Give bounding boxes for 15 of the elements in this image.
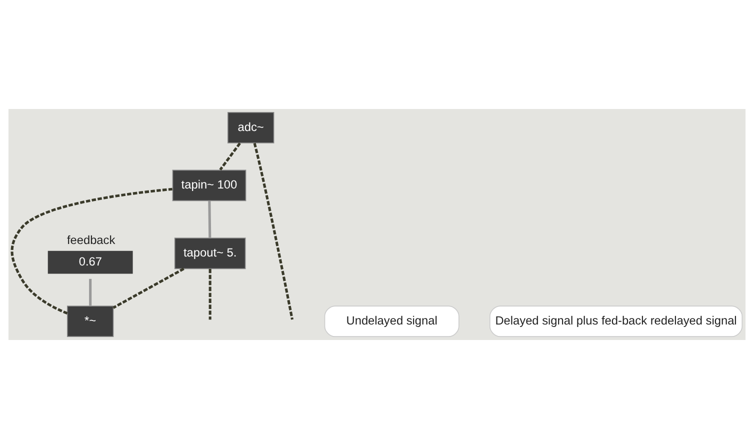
connector bbox=[10, 187, 172, 314]
connector bbox=[89, 278, 92, 306]
node-box: 0.67 bbox=[48, 250, 133, 274]
connector bbox=[208, 200, 212, 238]
connector bbox=[253, 142, 294, 320]
node-box: *~ bbox=[66, 305, 114, 337]
connector bbox=[208, 268, 212, 320]
connector bbox=[112, 267, 184, 308]
node-box: tapin~ 100 bbox=[172, 169, 246, 201]
node-box: Undelayed signal bbox=[324, 305, 460, 337]
node-box: adc~ bbox=[227, 111, 274, 143]
node-label: feedback bbox=[66, 232, 116, 247]
node-box: Delayed signal plus fed-back redelayed signal bbox=[489, 305, 743, 337]
node-box: tapout~ 5. bbox=[174, 237, 246, 269]
connector bbox=[219, 142, 241, 170]
